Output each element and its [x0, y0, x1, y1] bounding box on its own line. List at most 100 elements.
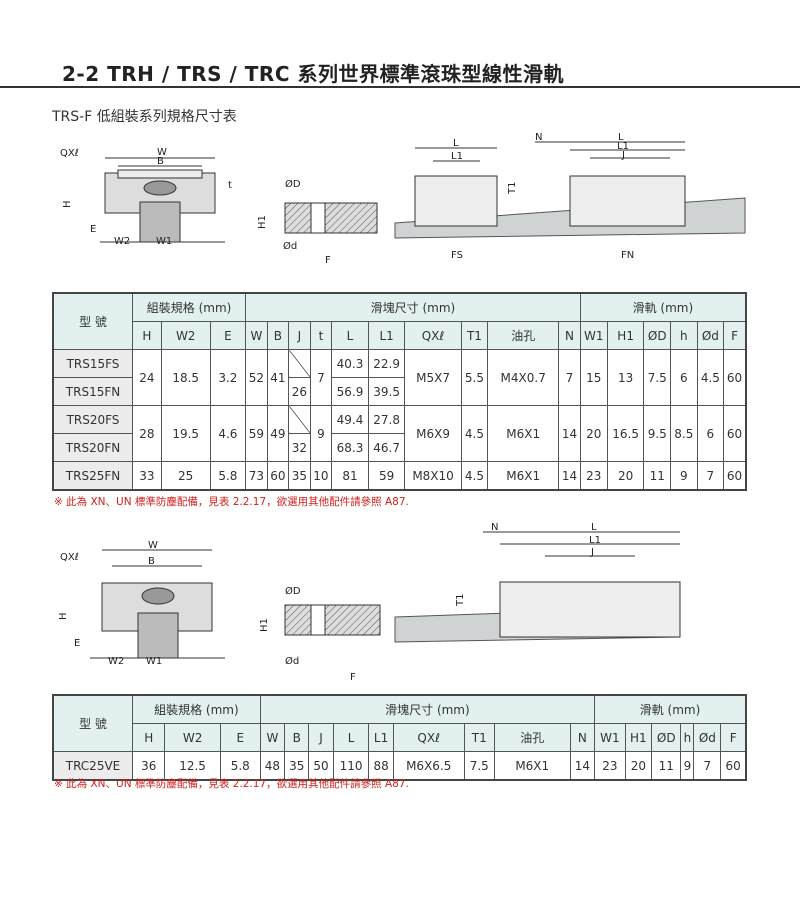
cell: 20: [624, 751, 653, 781]
header-block: 滑塊尺寸 (mm): [259, 694, 596, 724]
cell: 41: [266, 349, 290, 406]
svg-text:Ød: Ød: [283, 240, 297, 252]
svg-text:FN: FN: [621, 250, 634, 261]
col-header: N: [558, 321, 581, 350]
svg-text:L1: L1: [617, 141, 629, 152]
cell: 110: [332, 751, 370, 781]
cell: 28: [132, 405, 162, 462]
header-rail: 滑軌 (mm): [594, 694, 747, 724]
col-header: E: [209, 321, 247, 350]
col-header: J: [288, 321, 311, 350]
svg-text:W1: W1: [156, 236, 172, 247]
table-row: TRS15FS 24 18.5 3.2 52 41 7 40.3 22.9 M5…: [52, 349, 747, 406]
table-row: TRS25FN 33 25 5.8 73 60 35 10 81 59 M8X1…: [52, 461, 747, 491]
svg-text:J: J: [590, 547, 594, 558]
trs-spec-table: 型 號 組裝規格 (mm) 滑塊尺寸 (mm) 滑軌 (mm) H W2 E W…: [52, 292, 747, 491]
col-header: h: [680, 723, 695, 752]
svg-text:J: J: [621, 150, 625, 161]
header-assembly: 組裝規格 (mm): [131, 292, 247, 322]
col-header: W: [259, 723, 286, 752]
trc-spec-table: 型 號 組裝規格 (mm) 滑塊尺寸 (mm) 滑軌 (mm) H W2 E W…: [52, 694, 747, 781]
header-model: 型 號: [52, 292, 133, 350]
svg-text:L1: L1: [589, 535, 601, 546]
cell: 9.5: [643, 405, 672, 462]
col-header: N: [569, 723, 596, 752]
trs-rail-section-drawing: ØD H1 Ød F: [257, 178, 378, 266]
col-header: QXℓ: [392, 723, 465, 752]
svg-text:B: B: [148, 556, 155, 567]
cell: 27.8: [367, 405, 406, 434]
empty-slash-cell: [288, 405, 311, 434]
svg-text:ØD: ØD: [285, 178, 301, 190]
svg-text:W: W: [157, 147, 167, 158]
svg-text:L: L: [618, 132, 624, 143]
cell: 20: [579, 405, 608, 462]
col-header: L: [331, 321, 369, 350]
cell: 4.5: [460, 405, 489, 462]
model-cell: TRS20FS: [52, 405, 133, 434]
model-cell: TRC25VE: [52, 751, 133, 781]
cell: 4.5: [696, 349, 725, 406]
header-block: 滑塊尺寸 (mm): [245, 292, 581, 322]
cell: 46.7: [367, 433, 406, 462]
svg-text:L: L: [453, 138, 459, 149]
svg-text:QXℓ: QXℓ: [60, 552, 79, 563]
cell: 7.5: [463, 751, 495, 781]
col-header: W1: [579, 321, 608, 350]
table-row: TRS15FN 26 56.9 39.5: [52, 377, 746, 406]
col-header: h: [670, 321, 698, 350]
model-cell: TRS15FS: [52, 349, 133, 378]
cell: 9: [309, 405, 333, 462]
col-header: B: [284, 723, 310, 752]
col-header: H1: [606, 321, 645, 350]
cell: 4.5: [460, 461, 489, 491]
svg-text:QXℓ: QXℓ: [60, 148, 79, 159]
cell: 33: [132, 461, 162, 491]
cell: 6: [696, 405, 725, 462]
svg-text:L1: L1: [451, 151, 463, 162]
cell: 59: [245, 405, 268, 462]
svg-text:T1: T1: [455, 594, 466, 607]
col-header: W2: [164, 723, 221, 752]
cell: 5.8: [209, 461, 247, 491]
cell: 7: [693, 751, 722, 781]
footnote: ※ 此為 XN、UN 標準防塵配備，見表 2.2.17，欲選用其他配件請參照 A…: [54, 496, 409, 508]
col-header: 油孔: [493, 723, 571, 752]
col-header: ØD: [651, 723, 682, 752]
svg-text:Ød: Ød: [285, 655, 299, 667]
cell: 9: [670, 461, 698, 491]
cell: 20: [606, 461, 645, 491]
cell: 23: [594, 751, 626, 781]
cell: 14: [558, 405, 581, 462]
cell: M6X1: [493, 751, 571, 781]
col-header: F: [723, 321, 747, 350]
cell: 25: [160, 461, 211, 491]
trc-rail-section-drawing: ØD H1 Ød F: [259, 585, 381, 683]
cell: 7: [696, 461, 725, 491]
svg-text:H1: H1: [259, 618, 270, 632]
col-header: H: [131, 723, 166, 752]
cell: 81: [331, 461, 369, 491]
col-header: Ød: [696, 321, 725, 350]
cell: 26: [288, 377, 311, 406]
col-header: L: [332, 723, 370, 752]
cell: 7: [309, 349, 333, 406]
cell: 13: [606, 349, 645, 406]
col-header: ØD: [643, 321, 672, 350]
cell: 88: [368, 751, 394, 781]
cell: 32: [288, 433, 311, 462]
cell: M6X1: [487, 405, 560, 462]
col-header: H1: [624, 723, 653, 752]
svg-text:W: W: [148, 540, 158, 551]
cell: 14: [569, 751, 596, 781]
cell: 11: [651, 751, 682, 781]
col-header: F: [720, 723, 747, 752]
cell: 5.8: [219, 751, 261, 781]
cell: 49.4: [331, 405, 369, 434]
col-header: L1: [368, 723, 394, 752]
cell: 68.3: [331, 433, 369, 462]
cell: 15: [579, 349, 608, 406]
cell: 40.3: [331, 349, 369, 378]
